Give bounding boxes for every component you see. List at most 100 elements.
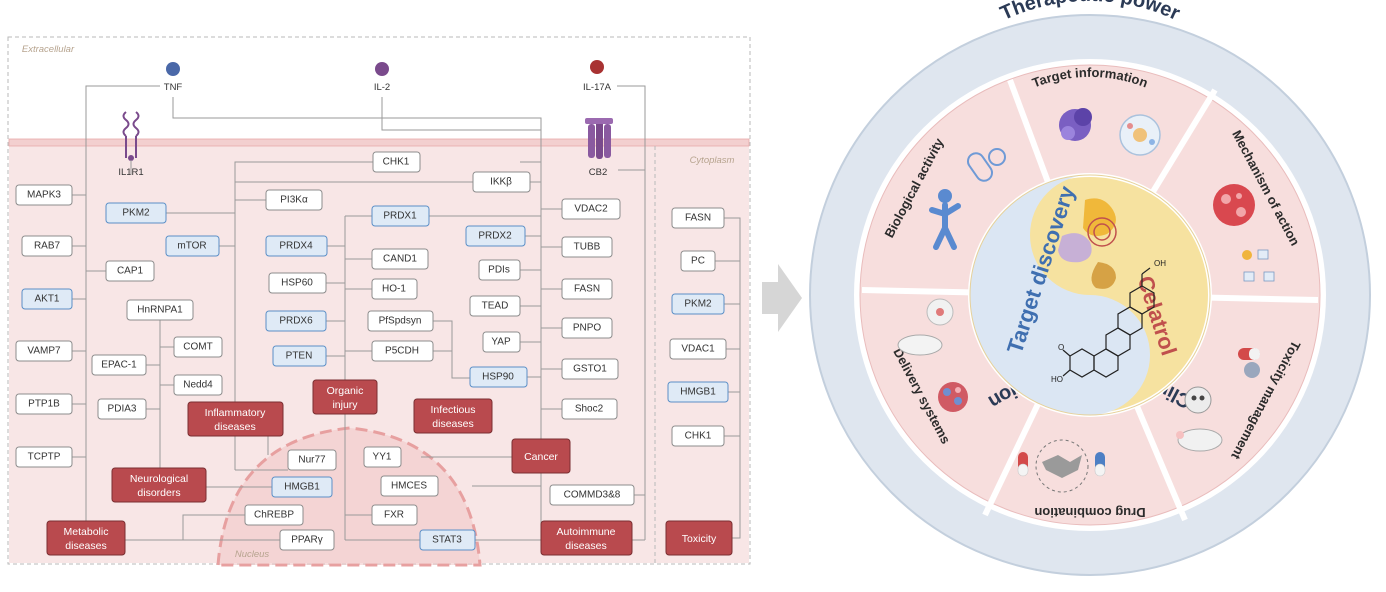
nucleus-label: Nucleus bbox=[235, 549, 270, 560]
svg-text:Nedd4: Nedd4 bbox=[183, 380, 213, 391]
node-rab7: RAB7 bbox=[21, 235, 73, 257]
node-mtor: mTOR bbox=[165, 235, 220, 257]
celastrol-molecule-icon bbox=[1062, 267, 1155, 378]
node-pkm2: PKM2 bbox=[105, 202, 167, 224]
svg-text:HMCES: HMCES bbox=[391, 481, 427, 492]
svg-text:HSP90: HSP90 bbox=[482, 372, 514, 383]
svg-text:STAT3: STAT3 bbox=[432, 535, 462, 546]
svg-text:TUBB: TUBB bbox=[574, 242, 601, 253]
node-cap1: CAP1 bbox=[105, 260, 155, 282]
svg-text:TCPTP: TCPTP bbox=[28, 452, 61, 463]
svg-text:PRDX4: PRDX4 bbox=[279, 241, 313, 252]
node-stat3: STAT3 bbox=[419, 529, 476, 551]
svg-text:PDIs: PDIs bbox=[488, 265, 510, 276]
svg-text:Shoc2: Shoc2 bbox=[575, 404, 604, 415]
protein-structure-icon bbox=[1059, 108, 1092, 141]
node-ptp1b: PTP1B bbox=[15, 393, 73, 415]
node-yy1: YY1 bbox=[363, 446, 402, 468]
node-nedd4: Nedd4 bbox=[173, 374, 223, 396]
svg-text:CAP1: CAP1 bbox=[117, 266, 144, 277]
svg-text:ChREBP: ChREBP bbox=[254, 510, 294, 521]
mouse-delivery-icon bbox=[897, 298, 954, 356]
node-tead: TEAD bbox=[469, 295, 521, 317]
protein-target-icon bbox=[1058, 198, 1117, 289]
svg-text:VDAC2: VDAC2 bbox=[574, 204, 608, 215]
node-pten: PTEN bbox=[272, 345, 327, 367]
node-ikkb: IKKβ bbox=[472, 171, 531, 193]
node-hnrnpa1: HnRNPA1 bbox=[126, 299, 194, 321]
node-tcptp: TCPTP bbox=[15, 446, 73, 468]
therapeutic-wheel: Therapeutic power Clinical transformatio… bbox=[809, 0, 1371, 576]
il2-label: IL-2 bbox=[374, 82, 390, 93]
node-nur77: Nur77 bbox=[287, 449, 337, 471]
svg-text:Inflammatory: Inflammatory bbox=[205, 407, 266, 419]
pill-icon bbox=[1238, 348, 1260, 378]
extracellular-label: Extracellular bbox=[22, 44, 75, 55]
node-prdx2: PRDX2 bbox=[465, 225, 526, 247]
tissue-network-icon bbox=[1213, 184, 1255, 226]
node-pparg: PPARγ bbox=[279, 529, 335, 551]
node-shoc2: Shoc2 bbox=[561, 398, 618, 420]
signaling-wires bbox=[72, 85, 741, 541]
svg-text:FASN: FASN bbox=[574, 284, 600, 295]
svg-text:Neurological: Neurological bbox=[130, 473, 188, 485]
svg-text:HO-1: HO-1 bbox=[382, 284, 406, 295]
disease-cancer: Cancer bbox=[511, 438, 571, 474]
cell-icon bbox=[1119, 114, 1161, 156]
node-fxr: FXR bbox=[371, 504, 418, 526]
molecule-ho-label: HO bbox=[1051, 375, 1063, 384]
nanoparticle-icon bbox=[938, 382, 968, 412]
svg-text:Metabolic: Metabolic bbox=[64, 526, 109, 538]
svg-text:Organic: Organic bbox=[327, 385, 364, 397]
node-cand1: CAND1 bbox=[371, 248, 429, 270]
human-activity-icon bbox=[929, 189, 961, 250]
node-pi3ka: PI3Kα bbox=[265, 189, 323, 211]
svg-text:YY1: YY1 bbox=[373, 452, 392, 463]
node-pdis: PDIs bbox=[478, 259, 521, 281]
pathway-diagram-icon bbox=[1242, 249, 1275, 282]
cb2-label: CB2 bbox=[589, 167, 607, 178]
node-mapk3: MAPK3 bbox=[15, 184, 73, 206]
node-commd38: COMMD3&8 bbox=[549, 484, 635, 506]
svg-text:Infectious: Infectious bbox=[431, 404, 476, 416]
disease-toxicity: Toxicity bbox=[665, 520, 733, 556]
disease-neurological: Neurological disorders bbox=[111, 467, 207, 503]
svg-text:diseases: diseases bbox=[65, 540, 106, 552]
svg-text:diseases: diseases bbox=[565, 540, 606, 552]
node-tox-pc: PC bbox=[680, 250, 716, 272]
node-tox-vdac1: VDAC1 bbox=[669, 338, 727, 360]
node-hmgb1: HMGB1 bbox=[271, 476, 333, 498]
svg-text:IKKβ: IKKβ bbox=[490, 177, 512, 188]
node-comt: COMT bbox=[173, 336, 223, 358]
svg-text:disorders: disorders bbox=[137, 487, 180, 499]
svg-text:FASN: FASN bbox=[685, 213, 711, 224]
node-tox-hmgb1: HMGB1 bbox=[667, 381, 729, 403]
svg-text:PfSpdsyn: PfSpdsyn bbox=[379, 316, 422, 327]
sector-drug-combination: Drug combination bbox=[1034, 505, 1145, 520]
il2-ligand-icon bbox=[375, 62, 389, 76]
svg-text:PRDX6: PRDX6 bbox=[279, 316, 313, 327]
mouse-icon bbox=[1176, 428, 1223, 452]
disease-metabolic: Metabolic diseases bbox=[46, 520, 126, 556]
node-prdx6: PRDX6 bbox=[265, 310, 327, 332]
svg-text:Cancer: Cancer bbox=[524, 451, 558, 463]
node-hmces: HMCES bbox=[380, 475, 439, 497]
node-hsp60: HSP60 bbox=[268, 272, 327, 294]
svg-text:PC: PC bbox=[691, 256, 705, 267]
tnf-label: TNF bbox=[164, 82, 183, 93]
il17a-ligand-icon bbox=[590, 60, 604, 74]
svg-text:HMGB1: HMGB1 bbox=[680, 387, 716, 398]
svg-text:PKM2: PKM2 bbox=[684, 299, 712, 310]
svg-text:MAPK3: MAPK3 bbox=[27, 190, 61, 201]
svg-text:HSP60: HSP60 bbox=[281, 278, 313, 289]
svg-text:HMGB1: HMGB1 bbox=[284, 482, 320, 493]
node-akt1: AKT1 bbox=[21, 288, 73, 310]
svg-text:PTEN: PTEN bbox=[286, 351, 313, 362]
node-pfspdsyn: PfSpdsyn bbox=[367, 310, 434, 332]
plasma-membrane bbox=[8, 138, 750, 147]
handshake-icon bbox=[1035, 439, 1089, 493]
il1r1-receptor-icon bbox=[122, 111, 140, 161]
